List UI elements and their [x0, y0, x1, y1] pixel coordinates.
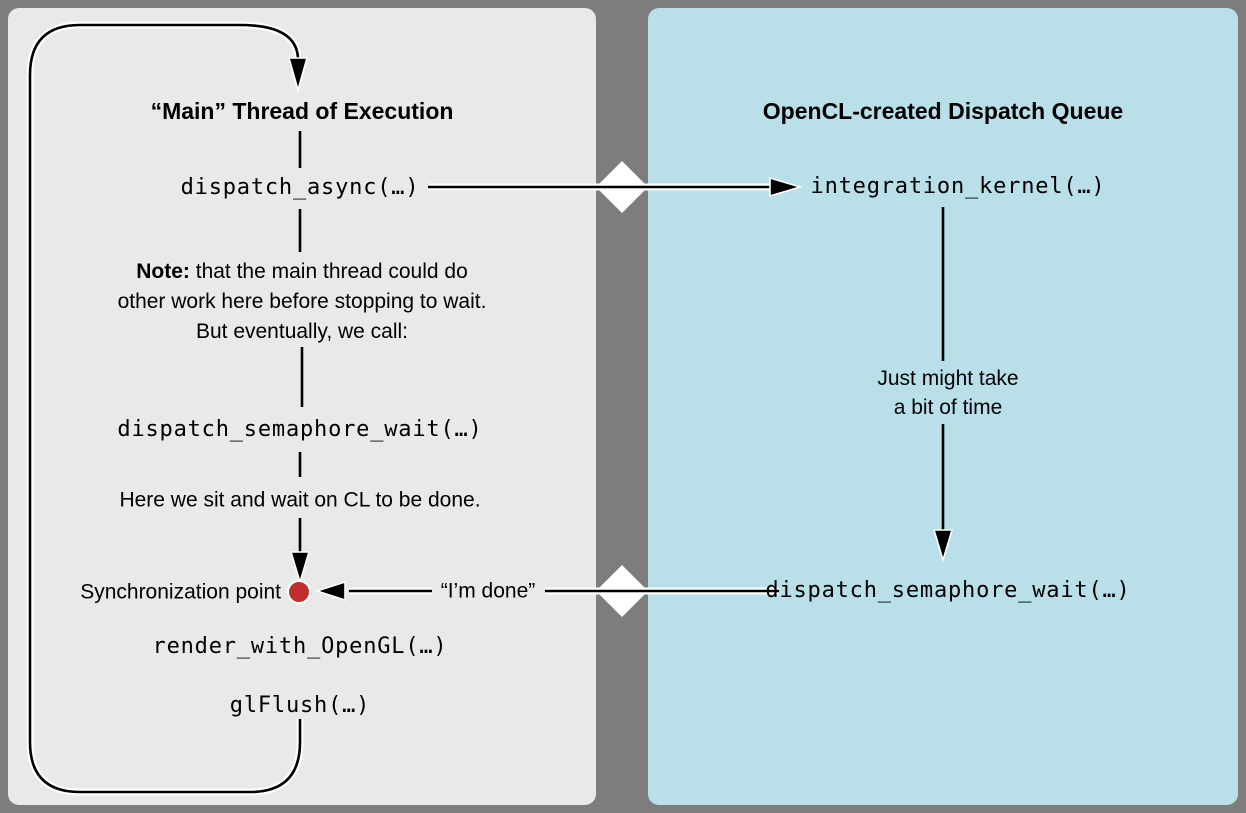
duration-line-1: Just might take	[877, 367, 1019, 390]
dispatch-arrowhead-icon	[769, 176, 803, 198]
queue-flow-connectors	[932, 207, 954, 563]
dispatch-async-call: dispatch_async(…)	[180, 174, 420, 200]
sync-point-dot	[287, 580, 311, 604]
done-arrowhead-icon	[314, 580, 346, 602]
note-line-3: But eventually, we call:	[195, 320, 409, 343]
duration-note: Just might take a bit of time	[877, 364, 1018, 422]
render-with-opengl-call: render_with_OpenGL(…)	[152, 633, 448, 659]
note-text: Note: that the main thread could do othe…	[118, 257, 487, 347]
im-done-arrow	[314, 580, 779, 602]
wait-note-text: Here we sit and wait on CL to be done.	[119, 488, 481, 512]
glflush-call: glFlush(…)	[229, 692, 371, 718]
dispatch-queue-title: OpenCL-created Dispatch Queue	[762, 98, 1124, 125]
dispatch-semaphore-wait-call-main: dispatch_semaphore_wait(…)	[117, 416, 483, 442]
integration-kernel-call: integration_kernel(…)	[810, 173, 1106, 199]
wait-arrowhead-icon	[289, 551, 311, 585]
dispatch-queue-panel	[648, 8, 1238, 805]
sync-point-label: Synchronization point	[80, 580, 281, 604]
queue-arrowhead-icon	[932, 529, 954, 563]
note-prefix: Note:	[136, 260, 190, 283]
note-line-1: Note: that the main thread could do	[118, 257, 487, 287]
loop-arrow	[26, 21, 309, 796]
dispatch-semaphore-wait-call-queue: dispatch_semaphore_wait(…)	[765, 577, 1131, 603]
note-line-1-rest: that the main thread could do	[189, 260, 468, 283]
main-thread-title: “Main” Thread of Execution	[150, 98, 454, 125]
loop-arrowhead-icon	[287, 57, 309, 93]
im-done-label: “I’m done”	[440, 579, 536, 603]
duration-line-2: a bit of time	[893, 396, 1003, 419]
dispatch-async-arrow	[428, 176, 803, 198]
main-thread-flow-connectors	[289, 131, 311, 585]
note-line-2: other work here before stopping to wait.	[117, 290, 487, 313]
